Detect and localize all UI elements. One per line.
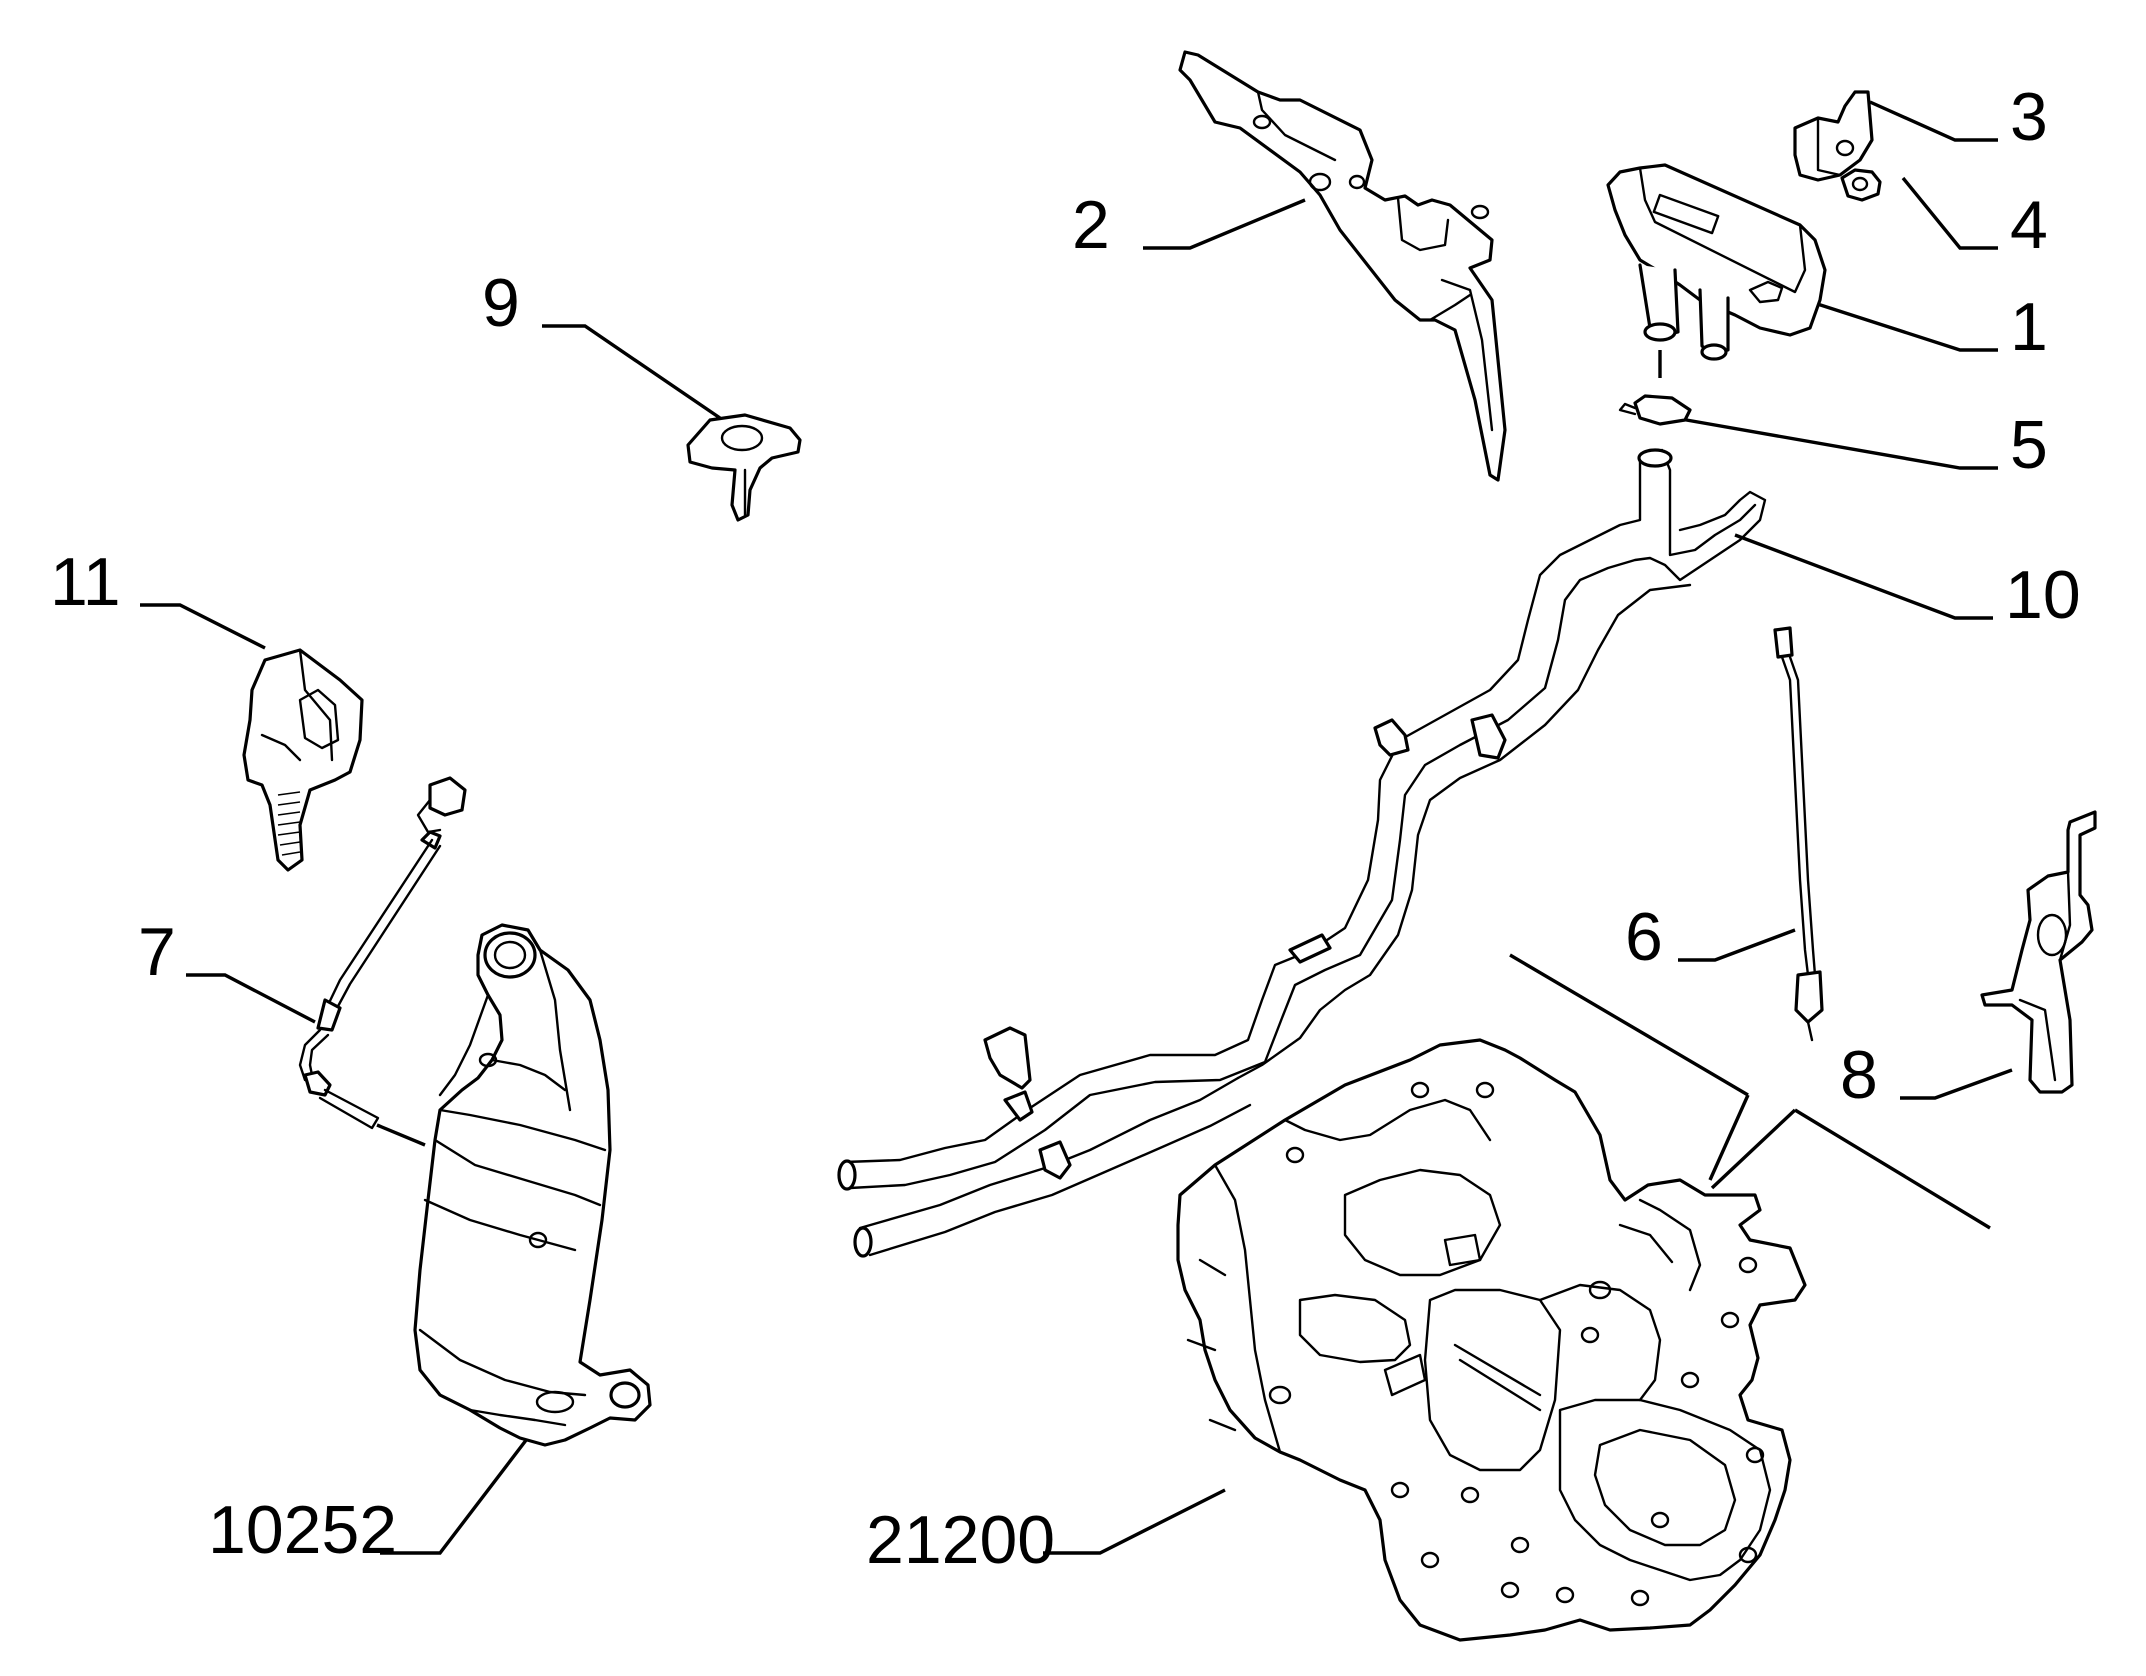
callout-labels: 3 2 4 9 1 5 11 10 6 7 8 10252 21200: [50, 79, 2081, 1578]
temperature-sensor-part-7: [298, 776, 467, 1130]
callout-21200: 21200: [866, 1502, 1055, 1578]
leader-lines: [140, 100, 2013, 1555]
callout-7: 7: [138, 914, 176, 990]
cable-holder-part-11: [242, 648, 364, 872]
nut-part-4: [1840, 168, 1882, 202]
gearbox-part-21200: [1176, 1038, 1807, 1642]
pressure-sensor-part-1: [1606, 163, 1827, 361]
lambda-sensor-part-6: [1773, 626, 1824, 1042]
bracket-part-3: [1793, 90, 1874, 182]
callout-6: 6: [1625, 899, 1663, 975]
callout-11: 11: [50, 544, 121, 620]
bracket-part-8: [1980, 810, 2097, 1094]
callout-5: 5: [2010, 407, 2048, 483]
clip-part-5: [1618, 394, 1692, 426]
bracket-part-2: [1178, 50, 1507, 482]
callout-9: 9: [482, 265, 520, 341]
pipe-assembly-part-10: [837, 448, 1767, 1258]
callout-10: 10: [2005, 557, 2081, 633]
callout-4: 4: [2010, 187, 2048, 263]
catalytic-converter-part-10252: [413, 923, 652, 1447]
callout-3: 3: [2010, 79, 2048, 155]
callout-2: 2: [1072, 187, 1110, 263]
callout-1: 1: [2010, 289, 2048, 365]
clamp-part-9: [686, 413, 802, 522]
callout-8: 8: [1840, 1037, 1878, 1113]
callout-10252: 10252: [208, 1492, 397, 1568]
